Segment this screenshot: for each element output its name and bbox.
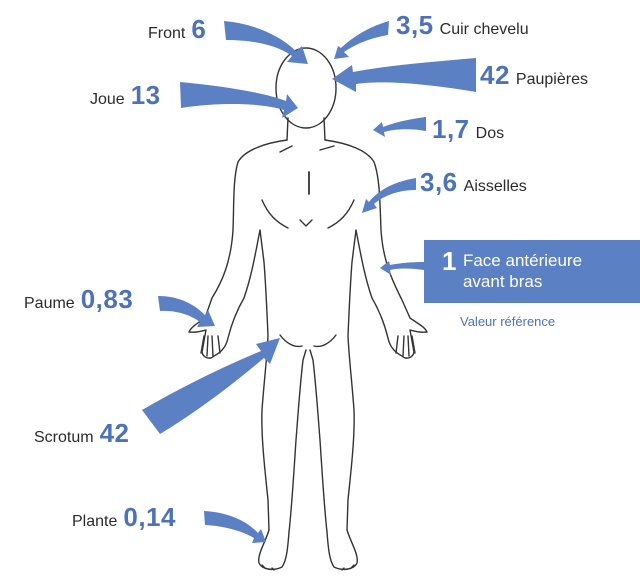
label-paume-value: 0,83 <box>81 284 134 315</box>
label-plante: Plante 0,14 <box>72 502 176 533</box>
label-dos-value: 1,7 <box>432 114 470 145</box>
label-dos: 1,7 Dos <box>432 114 504 145</box>
label-paupieres-value: 42 <box>480 60 510 91</box>
chest-lines <box>262 146 354 228</box>
label-paupieres-name: Paupières <box>516 71 588 89</box>
label-joue-name: Joue <box>90 91 125 109</box>
label-aisselles-value: 3,6 <box>420 167 458 198</box>
label-scrotum-name: Scrotum <box>34 429 94 447</box>
label-dos-name: Dos <box>476 125 504 143</box>
reference-note: Valeur référence <box>460 314 555 329</box>
reference-line-1: Face antérieure <box>463 250 582 271</box>
fingers-right <box>396 336 415 356</box>
label-front-value: 6 <box>191 14 206 45</box>
arrow-joue <box>180 82 298 118</box>
label-paupieres: 42 Paupières <box>480 60 588 91</box>
label-plante-name: Plante <box>72 513 117 531</box>
reference-value: 1 <box>442 248 457 274</box>
label-front-name: Front <box>148 25 185 43</box>
label-paume: Paume 0,83 <box>24 284 133 315</box>
label-cuir-chevelu-value: 3,5 <box>396 10 434 41</box>
hip-lines <box>280 335 336 346</box>
label-joue-value: 13 <box>131 80 161 111</box>
reference-box: 1 Face antérieure avant bras <box>424 240 640 303</box>
arrow-avant-bras <box>380 261 424 275</box>
neck <box>287 118 325 140</box>
label-aisselles: 3,6 Aisselles <box>420 167 527 198</box>
label-aisselles-name: Aisselles <box>464 178 527 196</box>
arrow-plante <box>204 511 266 543</box>
label-joue: Joue 13 <box>90 80 161 111</box>
label-cuir-chevelu: 3,5 Cuir chevelu <box>396 10 529 41</box>
arrow-dos <box>373 117 426 137</box>
reference-text: Face antérieure avant bras <box>463 248 582 292</box>
reference-line-2: avant bras <box>463 271 582 292</box>
label-front: Front 6 <box>148 14 206 45</box>
label-scrotum: Scrotum 42 <box>34 418 130 449</box>
arrow-paupieres <box>332 58 476 92</box>
label-scrotum-value: 42 <box>100 418 130 449</box>
fingers-left <box>201 336 220 356</box>
arrow-front <box>224 21 308 64</box>
label-cuir-chevelu-name: Cuir chevelu <box>440 21 529 39</box>
label-paume-name: Paume <box>24 295 75 313</box>
arrow-paume <box>158 296 215 327</box>
arrow-cuir-chevelu <box>334 21 389 59</box>
label-plante-value: 0,14 <box>123 502 176 533</box>
arrow-scrotum <box>142 338 280 434</box>
arrow-aisselles <box>362 178 416 213</box>
